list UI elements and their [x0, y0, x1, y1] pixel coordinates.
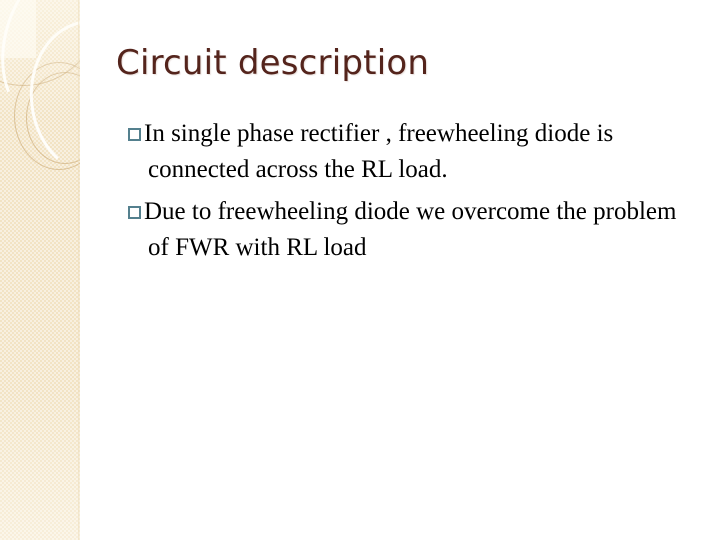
sidebar-edge-divider — [78, 0, 80, 540]
hollow-square-bullet-icon — [128, 127, 141, 141]
bullet-list-item: Due to freewheeling diode we overcome th… — [128, 194, 700, 266]
slide-decorative-sidebar — [0, 0, 80, 540]
bullet-item-text: Due to freewheeling diode we overcome th… — [144, 198, 677, 261]
sidebar-gradient-overlay — [0, 0, 80, 540]
bullet-list-item: In single phase rectifier , freewheeling… — [128, 116, 700, 188]
slide-body-content: In single phase rectifier , freewheeling… — [128, 116, 700, 272]
hollow-square-bullet-icon — [128, 205, 141, 219]
slide-title: Circuit description — [116, 43, 430, 83]
bullet-item-text: In single phase rectifier , freewheeling… — [144, 120, 614, 183]
